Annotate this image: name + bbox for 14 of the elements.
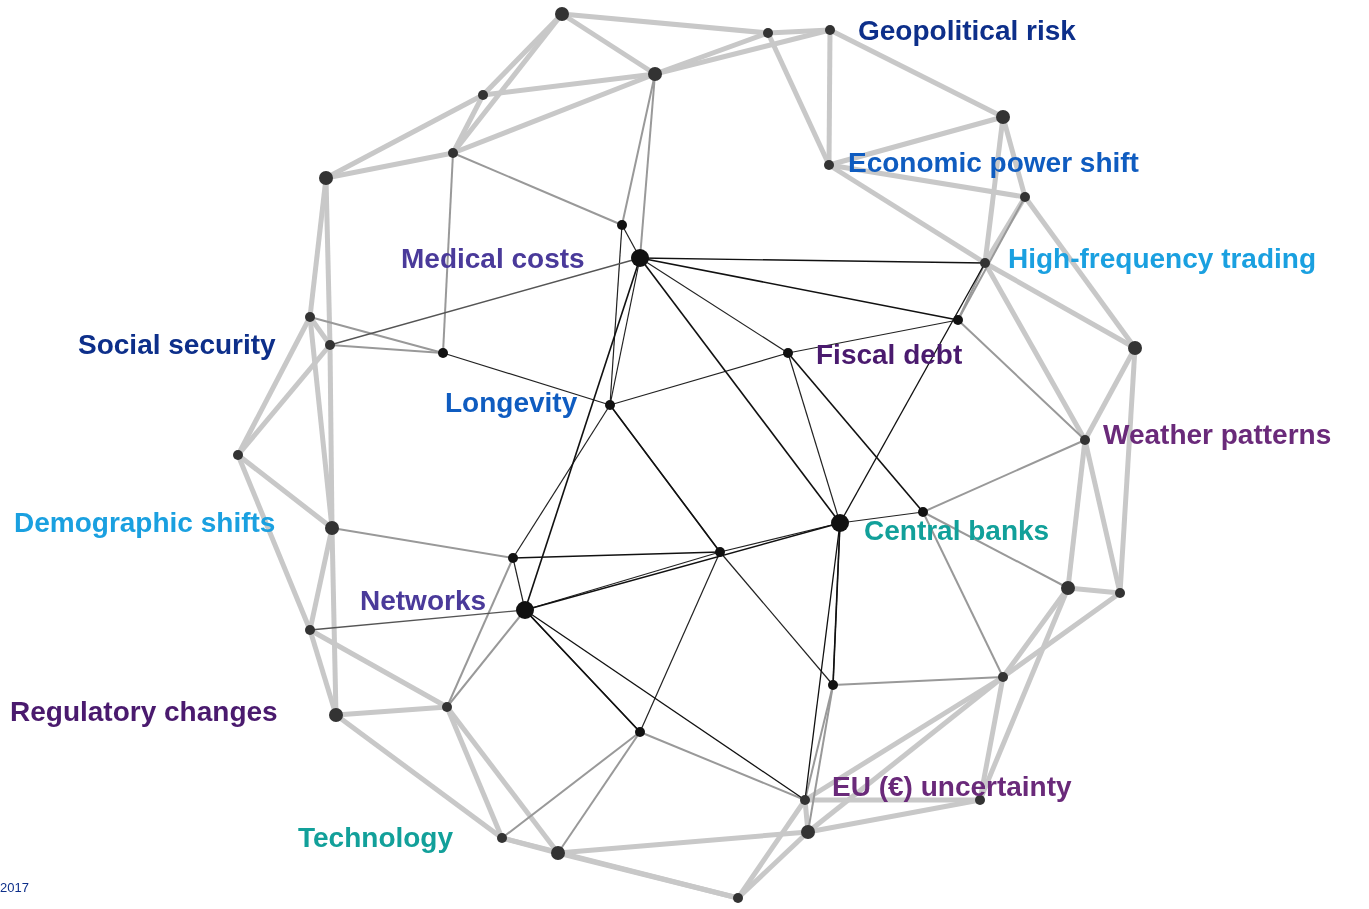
- topic-label: Networks: [360, 584, 487, 618]
- topic-label: Social security: [78, 328, 276, 362]
- year-note: 2017: [0, 880, 29, 896]
- topic-label: Demographic shifts: [14, 506, 276, 540]
- topic-label: Medical costs: [401, 242, 585, 276]
- topic-label: Longevity: [445, 386, 578, 420]
- topic-label: Regulatory changes: [10, 695, 278, 729]
- topic-label: Central banks: [864, 514, 1050, 548]
- topic-label: Economic power shift: [848, 146, 1139, 180]
- topic-label: EU (€) uncertainty: [832, 770, 1072, 804]
- topic-label: Geopolitical risk: [858, 14, 1076, 48]
- topic-label: Weather patterns: [1103, 418, 1332, 452]
- topic-label: Technology: [298, 821, 454, 855]
- topic-label: High-frequency trading: [1008, 242, 1316, 276]
